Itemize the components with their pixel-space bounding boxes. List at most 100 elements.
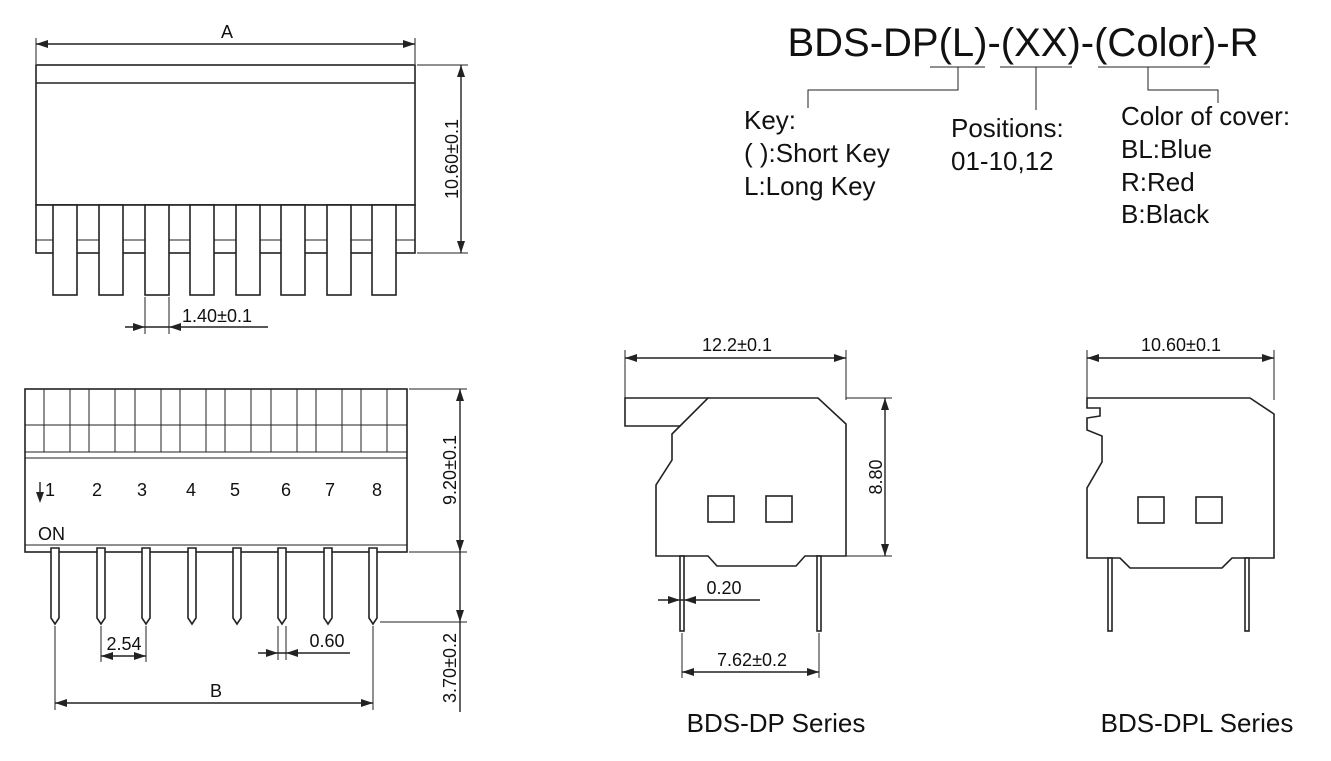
dim-a-arrow-left xyxy=(36,40,48,48)
dp-body xyxy=(655,397,847,567)
dim-height-arrow-bottom xyxy=(457,241,465,253)
front-body xyxy=(24,388,408,553)
dim-dp-pin-thickness-arrow-left xyxy=(668,596,680,604)
dim-pin-width-extension xyxy=(277,626,287,660)
position-number: 1 xyxy=(45,480,55,500)
dpl-side-view: 10.60±0.1 BDS-DPL Series xyxy=(1086,335,1293,738)
dim-dp-width-arrow-left xyxy=(625,354,637,362)
dim-body-height-arrow-top xyxy=(456,389,464,401)
dim-b-arrow-left xyxy=(55,699,67,707)
front-key-windows xyxy=(43,389,388,452)
color-legend-black: B:Black xyxy=(1121,199,1210,229)
pin xyxy=(50,547,60,626)
key xyxy=(371,204,397,296)
dim-dp-height-arrow-top xyxy=(881,398,889,410)
dp-pin-left xyxy=(679,555,685,632)
key xyxy=(98,204,124,296)
positions-leader-line xyxy=(1000,66,1072,110)
dim-b-arrow-right xyxy=(361,699,373,707)
dim-dp-row-spacing-arrow-left xyxy=(682,668,694,676)
dim-dp-width-label: 12.2±0.1 xyxy=(702,335,772,355)
pin xyxy=(277,547,287,626)
key-window xyxy=(134,389,162,452)
position-number: 5 xyxy=(230,480,240,500)
dim-key-width-arrow-right xyxy=(169,323,181,331)
color-legend-blue: BL:Blue xyxy=(1121,134,1212,164)
on-direction-arrowhead-icon xyxy=(36,492,44,503)
color-legend-red: R:Red xyxy=(1121,167,1195,197)
dim-dp-height-label: 8.80 xyxy=(866,459,886,494)
key xyxy=(52,204,78,296)
positions-legend-title: Positions: xyxy=(951,113,1064,143)
positions-legend-values: 01-10,12 xyxy=(951,146,1054,176)
dpl-window-left xyxy=(1137,496,1165,524)
key-window xyxy=(88,389,116,452)
key-legend-title: Key: xyxy=(744,105,796,135)
key-window xyxy=(179,389,207,452)
dim-pitch-label: 2.54 xyxy=(106,634,141,654)
dim-dp-row-spacing-extension xyxy=(681,633,820,678)
top-view: A 10.60±0.1 1.40±0.1 xyxy=(35,22,468,334)
key-window xyxy=(224,389,252,452)
dim-dp-row-spacing-label: 7.62±0.2 xyxy=(717,650,787,670)
position-number: 4 xyxy=(186,480,196,500)
color-leader-line xyxy=(1098,66,1219,103)
dpl-pin-right xyxy=(1244,557,1250,632)
dim-pin-width-label: 0.60 xyxy=(309,631,344,651)
dim-height-arrow-top xyxy=(457,65,465,77)
position-number: 2 xyxy=(92,480,102,500)
pin xyxy=(96,547,106,626)
key xyxy=(280,204,306,296)
key-window xyxy=(315,389,343,452)
key xyxy=(326,204,352,296)
dim-dp-pin-thickness-label: 0.20 xyxy=(706,578,741,598)
key-leader-line xyxy=(807,66,985,108)
switch-base-strip xyxy=(35,204,416,254)
top-view-keys xyxy=(52,204,397,296)
dim-b-label: B xyxy=(210,681,222,701)
pin xyxy=(141,547,151,626)
dim-b-extension xyxy=(54,626,374,710)
key-legend-short: ( ):Short Key xyxy=(744,138,890,168)
part-number-title: BDS-DP(L)-(XX)-(Color)-R xyxy=(787,21,1258,65)
color-legend-title: Color of cover: xyxy=(1121,101,1290,131)
front-view: 1 2 3 4 5 6 7 8 ON 9.20±0.1 3.70±0.2 xyxy=(24,388,467,712)
dim-height-extension xyxy=(417,64,468,254)
key xyxy=(189,204,215,296)
dim-pin-width-arrow-right xyxy=(286,649,298,657)
dpl-pin-left xyxy=(1107,557,1113,632)
front-pins xyxy=(50,547,378,626)
pin xyxy=(368,547,378,626)
pin xyxy=(232,547,242,626)
dim-pin-width-arrow-left xyxy=(266,649,278,657)
dpl-body xyxy=(1086,397,1275,569)
dim-a-arrow-right xyxy=(403,40,415,48)
dim-dpl-width-arrow-left xyxy=(1087,354,1099,362)
key xyxy=(235,204,261,296)
position-number: 3 xyxy=(137,480,147,500)
dpl-window-right xyxy=(1195,496,1223,524)
key-window xyxy=(43,389,71,452)
dim-a-label: A xyxy=(221,22,233,42)
dim-body-height-extension xyxy=(380,388,467,623)
position-number: 8 xyxy=(372,480,382,500)
dim-key-width-arrow-left xyxy=(133,323,145,331)
key-legend-long: L:Long Key xyxy=(744,171,876,201)
dp-series-caption: BDS-DP Series xyxy=(687,708,866,738)
dim-dp-pin-thickness-arrow-right xyxy=(684,596,696,604)
dim-key-width-extension xyxy=(144,297,170,334)
dim-pin-length-label: 3.70±0.2 xyxy=(440,633,460,703)
position-number: 7 xyxy=(325,480,335,500)
dim-dp-height-arrow-bottom xyxy=(881,544,889,556)
key xyxy=(144,204,170,296)
dim-dp-row-spacing-arrow-right xyxy=(807,668,819,676)
dim-a-extension xyxy=(35,38,416,64)
dim-body-height-label: 9.20±0.1 xyxy=(440,435,460,505)
part-number-decoder: BDS-DP(L)-(XX)-(Color)-R Key: ( ):Short … xyxy=(744,21,1290,229)
on-label: ON xyxy=(38,524,65,544)
dp-window-left xyxy=(707,495,735,523)
dim-dp-width-arrow-right xyxy=(834,354,846,362)
dim-height-label: 10.60±0.1 xyxy=(442,119,462,199)
dim-body-height-arrow-bottom xyxy=(456,540,464,552)
